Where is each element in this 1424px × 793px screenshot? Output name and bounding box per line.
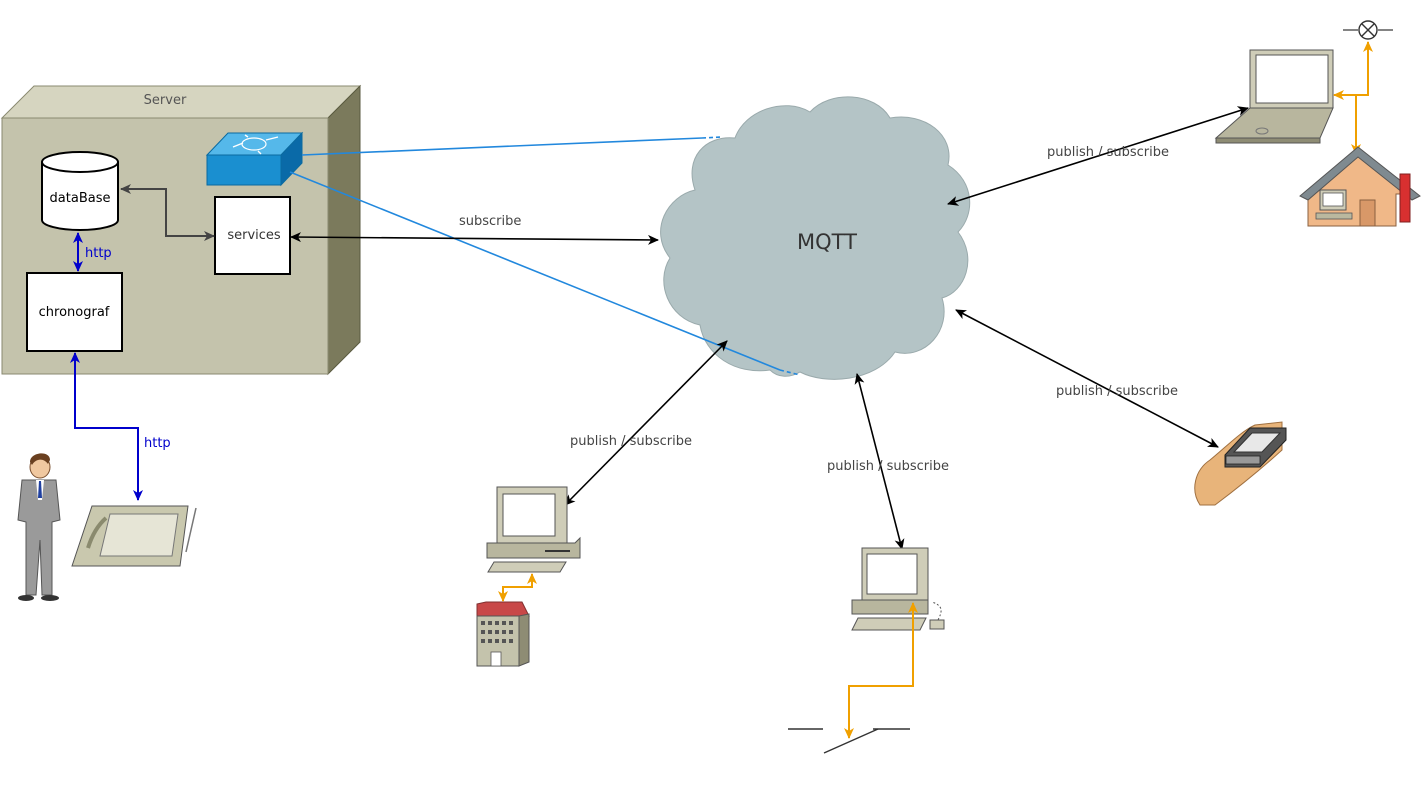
- server-title: Server: [144, 93, 187, 108]
- cloud-laptop-arrow: [947, 106, 1249, 206]
- laptop-lamp-wire: [1333, 41, 1373, 100]
- pubsub-pda-label: publish / subscribe: [1056, 384, 1178, 399]
- database-label: dataBase: [50, 191, 111, 206]
- pubsub-pc-bottom-label: publish / subscribe: [827, 459, 949, 474]
- switch-cloud-link-bottom: [289, 171, 781, 371]
- pc-building-wire: [498, 573, 537, 602]
- switch-icon[interactable]: [205, 131, 304, 187]
- database-icon[interactable]: dataBase: [41, 151, 119, 231]
- switch-cloud-link-top-dash: [701, 136, 723, 139]
- pubsub-pc-left-label: publish / subscribe: [570, 434, 692, 449]
- http-label-top: http: [85, 246, 112, 261]
- lamp-icon: [1343, 20, 1393, 40]
- chronograf-label: chronograf: [39, 305, 110, 320]
- http-label-bottom: http: [144, 436, 171, 451]
- cloud-pda-arrow: [955, 309, 1219, 448]
- desktop-pc-icon-bottom[interactable]: [851, 547, 945, 631]
- house-icon: [1299, 146, 1421, 227]
- services-label: services: [227, 228, 281, 243]
- switch-contact-icon: [788, 728, 910, 754]
- pda-hand-icon[interactable]: [1194, 421, 1287, 506]
- services-cloud-arrow: [290, 232, 659, 245]
- pubsub-laptop-label: publish / subscribe: [1047, 145, 1169, 160]
- cloud-pc-left-arrow: [564, 340, 728, 506]
- laptop-icon[interactable]: [1214, 49, 1334, 144]
- subscribe-label: subscribe: [459, 214, 521, 229]
- building-icon: [476, 601, 530, 667]
- chronograf-tablet-arrow: [70, 352, 143, 501]
- desktop-pc-icon[interactable]: [486, 486, 581, 573]
- database-services-arrow: [120, 184, 215, 241]
- services-node[interactable]: services: [214, 196, 291, 275]
- chronograf-node[interactable]: chronograf: [26, 272, 123, 352]
- mqtt-cloud[interactable]: MQTT: [660, 96, 971, 380]
- pc-contact-wire: [844, 602, 918, 739]
- tablet-icon[interactable]: [71, 505, 197, 567]
- switch-cloud-link-bottom-dash: [779, 369, 801, 376]
- cloud-pc-bottom-arrow: [854, 373, 905, 550]
- switch-cloud-link-top: [301, 137, 703, 156]
- person-icon: [17, 453, 61, 601]
- mqtt-label: MQTT: [797, 230, 857, 254]
